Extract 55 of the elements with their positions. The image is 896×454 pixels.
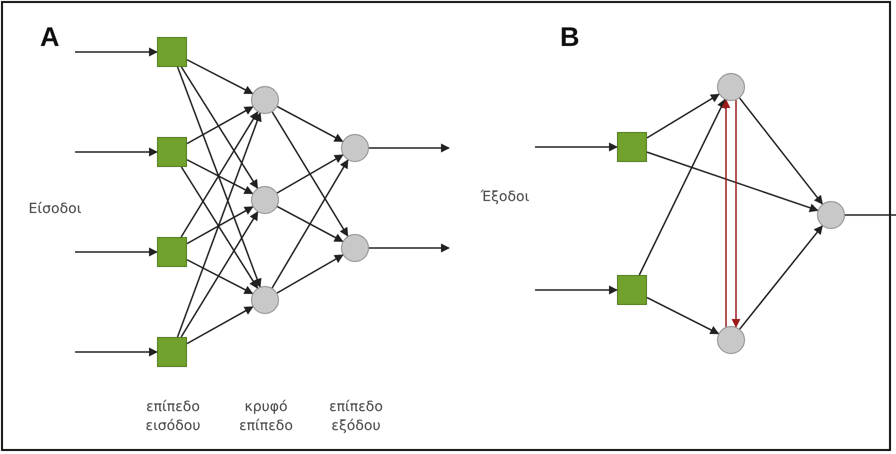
arrow xyxy=(176,66,262,288)
arrow xyxy=(186,306,254,344)
input-arrow xyxy=(75,148,158,156)
input-arrow xyxy=(75,248,158,256)
input-node-square xyxy=(157,237,187,267)
arrow xyxy=(739,98,823,205)
input-arrow xyxy=(535,142,618,152)
arrow xyxy=(186,206,254,244)
input-node-square xyxy=(157,37,187,67)
arrow xyxy=(180,66,258,189)
arrow xyxy=(276,254,344,294)
panel-letter: A xyxy=(40,22,60,52)
panel-letter: B xyxy=(560,22,580,52)
input-node-square xyxy=(157,137,187,167)
arrow xyxy=(277,206,344,242)
feedback-arrow xyxy=(722,99,730,327)
layer-label: επίπεδο εισόδου xyxy=(144,398,202,436)
arrow xyxy=(276,154,344,194)
neuron-circle xyxy=(251,86,279,114)
input-arrow xyxy=(535,286,618,294)
arrow xyxy=(272,112,348,237)
arrow xyxy=(186,259,254,294)
arrow xyxy=(186,159,254,194)
arrow xyxy=(271,159,349,288)
neuron-circle xyxy=(341,234,369,262)
output-arrow xyxy=(369,244,450,252)
arrow xyxy=(638,98,726,276)
arrow xyxy=(176,112,262,338)
neuron-circle xyxy=(341,134,369,162)
arrow xyxy=(277,106,344,142)
feedback-arrow xyxy=(732,100,740,328)
input-arrow xyxy=(75,348,158,356)
layer-label: κρυφό επίπεδο xyxy=(238,398,294,436)
arrow xyxy=(646,151,819,212)
arrow xyxy=(180,166,258,289)
inputs-label: Είσοδοι xyxy=(28,200,82,219)
neuron-circle xyxy=(817,201,845,229)
arrow xyxy=(646,296,720,334)
input-node-square xyxy=(617,132,647,162)
layer-label: επίπεδο εξόδου xyxy=(328,398,384,436)
arrow xyxy=(180,111,258,238)
outputs-label: Έξοδοι xyxy=(480,188,530,207)
output-arrow xyxy=(369,144,450,152)
input-node-square xyxy=(617,275,647,305)
arrow xyxy=(180,211,258,338)
neuron-circle xyxy=(717,326,745,354)
neuron-circle xyxy=(251,186,279,214)
neuron-circle xyxy=(717,73,745,101)
arrow xyxy=(739,225,823,330)
input-arrow xyxy=(75,48,158,56)
arrow xyxy=(186,106,254,144)
arrow xyxy=(186,59,254,94)
neuron-circle xyxy=(251,286,279,314)
input-node-square xyxy=(157,337,187,367)
arrow xyxy=(646,94,720,139)
